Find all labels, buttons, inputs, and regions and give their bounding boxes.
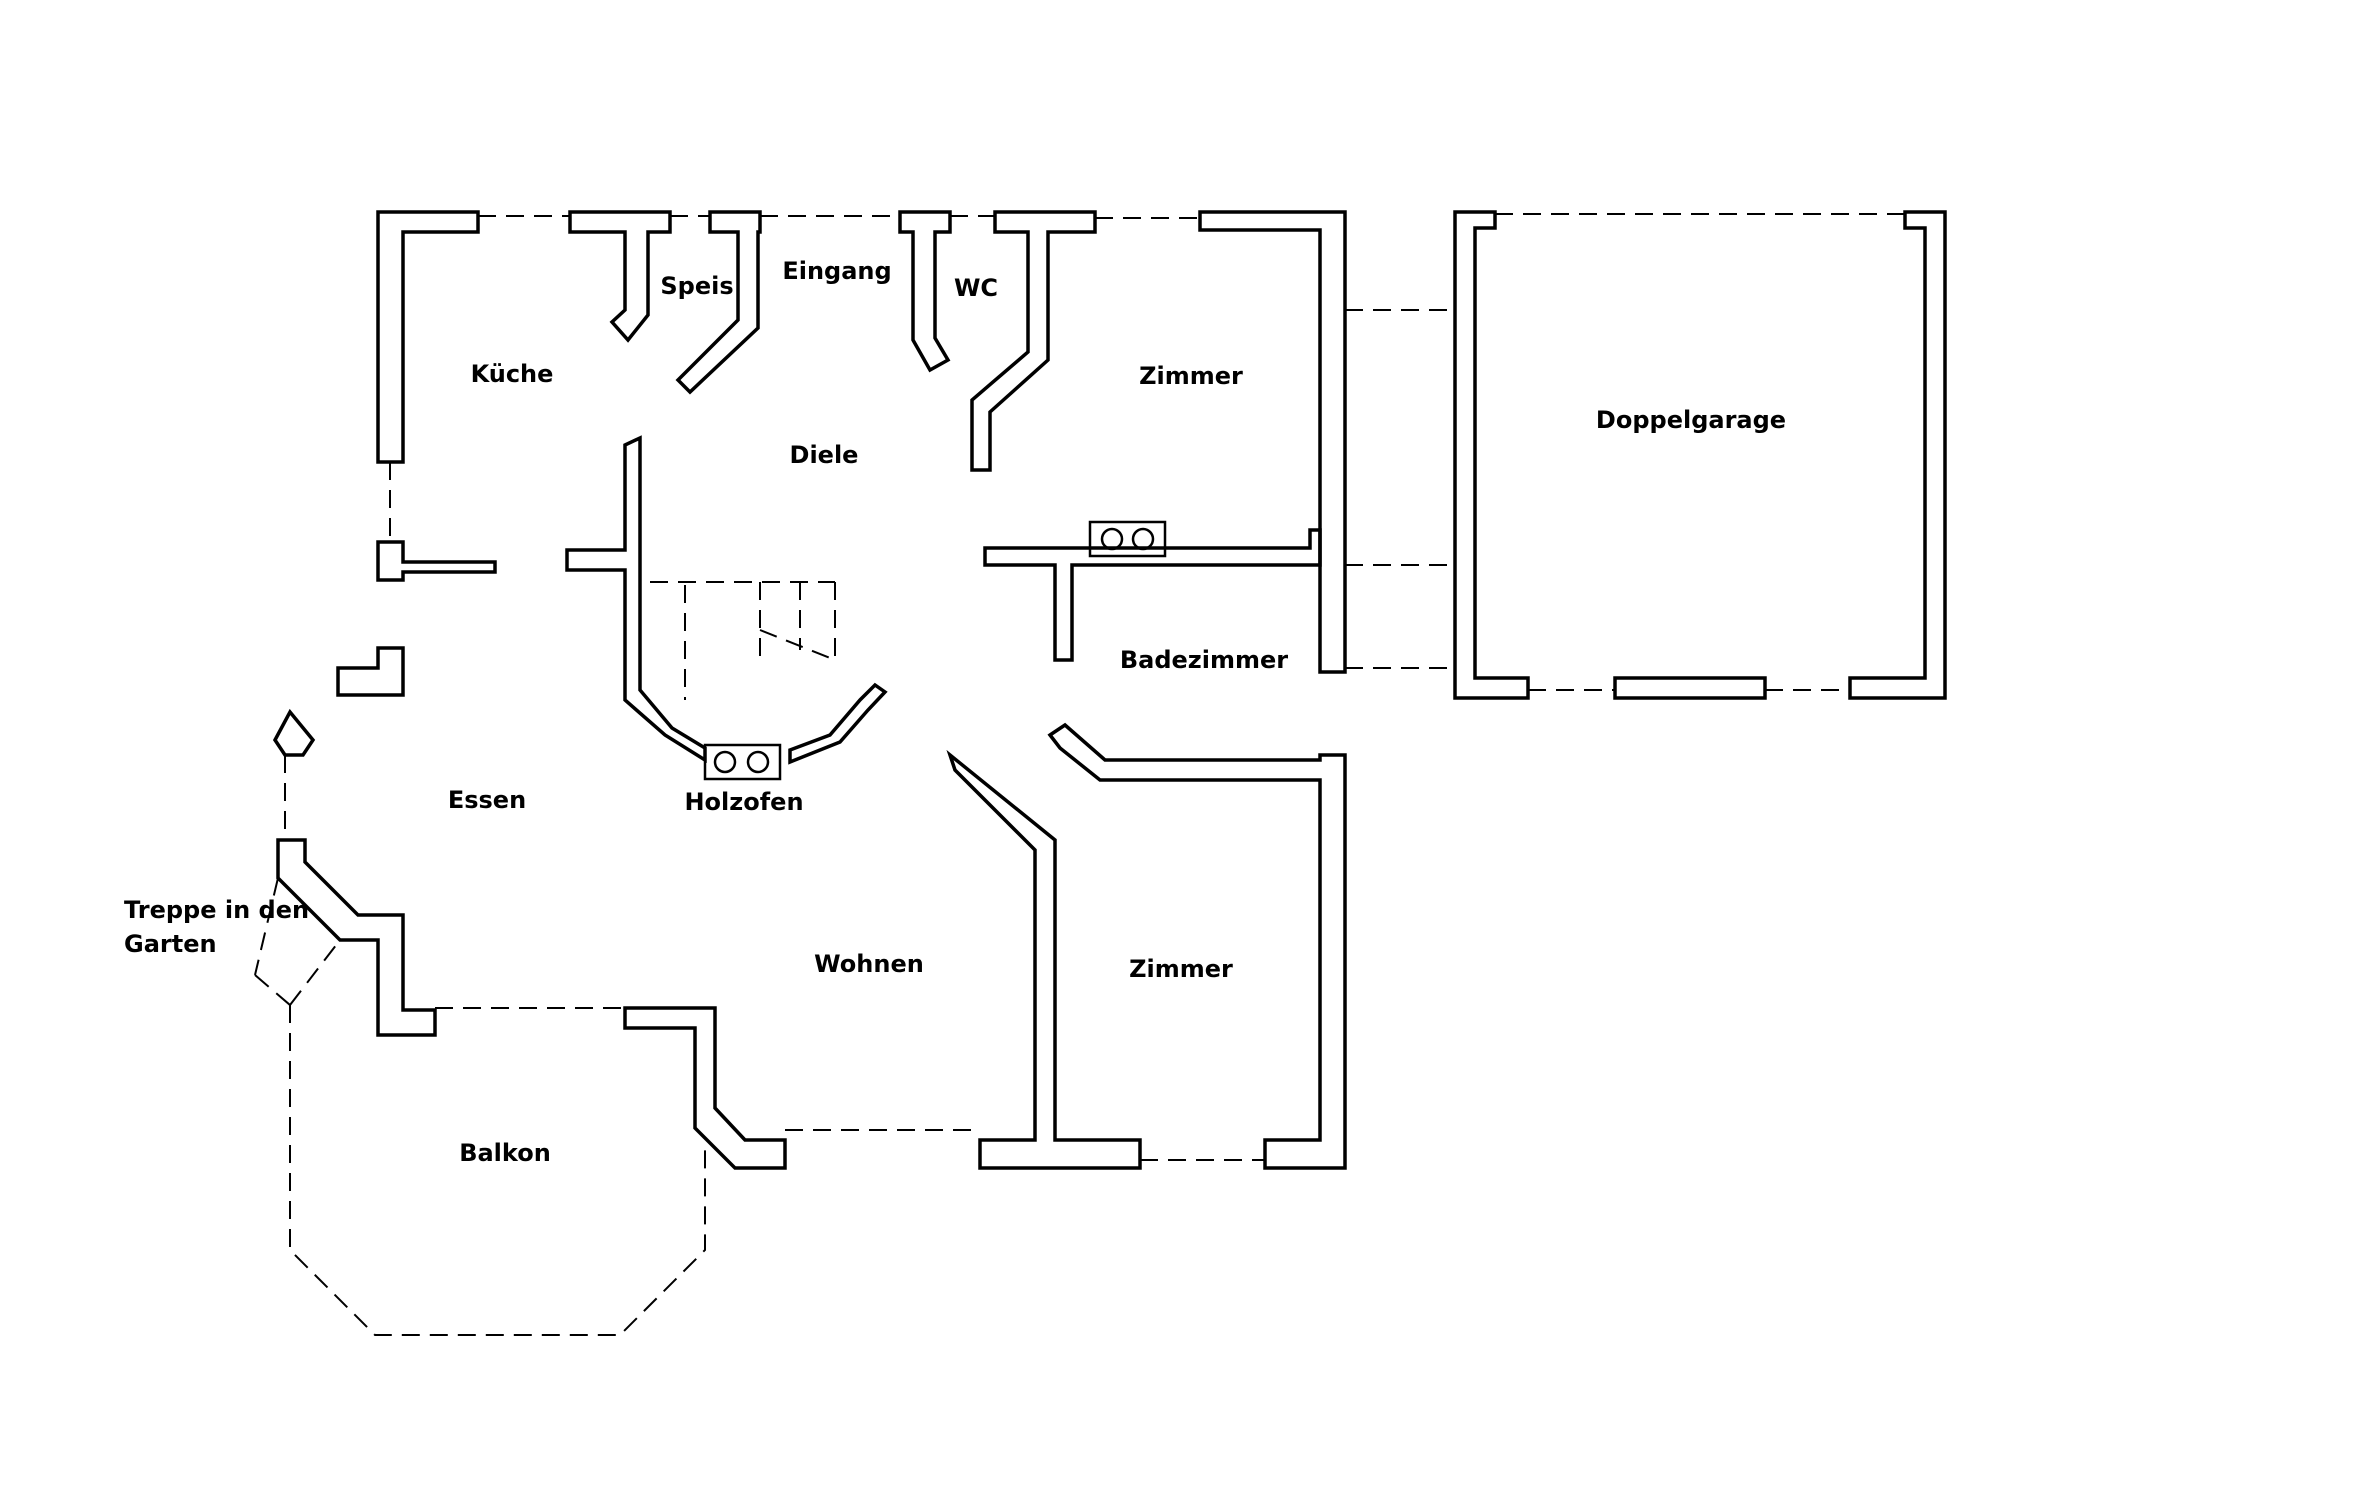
room-label-diele: Diele bbox=[789, 441, 859, 469]
wood-stove-icon bbox=[703, 743, 782, 781]
stove-icon bbox=[1088, 520, 1167, 558]
room-label-wc: WC bbox=[953, 274, 999, 302]
window-lines bbox=[254, 213, 1905, 1336]
outer-walls bbox=[272, 210, 1947, 1170]
room-label-zimmer-top: Zimmer bbox=[1139, 362, 1243, 390]
room-label-badezimmer: Badezimmer bbox=[1119, 646, 1289, 674]
room-label-eingang: Eingang bbox=[782, 257, 892, 285]
room-label-treppe-line1: Treppe in den bbox=[124, 896, 310, 924]
room-label-treppe: Treppe in den Garten bbox=[124, 893, 309, 961]
room-label-speis: Speis bbox=[660, 272, 734, 300]
room-label-kueche: Küche bbox=[470, 360, 554, 388]
room-label-zimmer-bottom: Zimmer bbox=[1129, 955, 1233, 983]
room-label-wohnen: Wohnen bbox=[814, 950, 924, 978]
room-label-balkon: Balkon bbox=[459, 1139, 551, 1167]
room-label-doppelgarage: Doppelgarage bbox=[1595, 406, 1787, 434]
room-label-holzofen: Holzofen bbox=[684, 788, 804, 816]
room-label-treppe-line2: Garten bbox=[124, 930, 217, 958]
room-label-essen: Essen bbox=[447, 786, 527, 814]
